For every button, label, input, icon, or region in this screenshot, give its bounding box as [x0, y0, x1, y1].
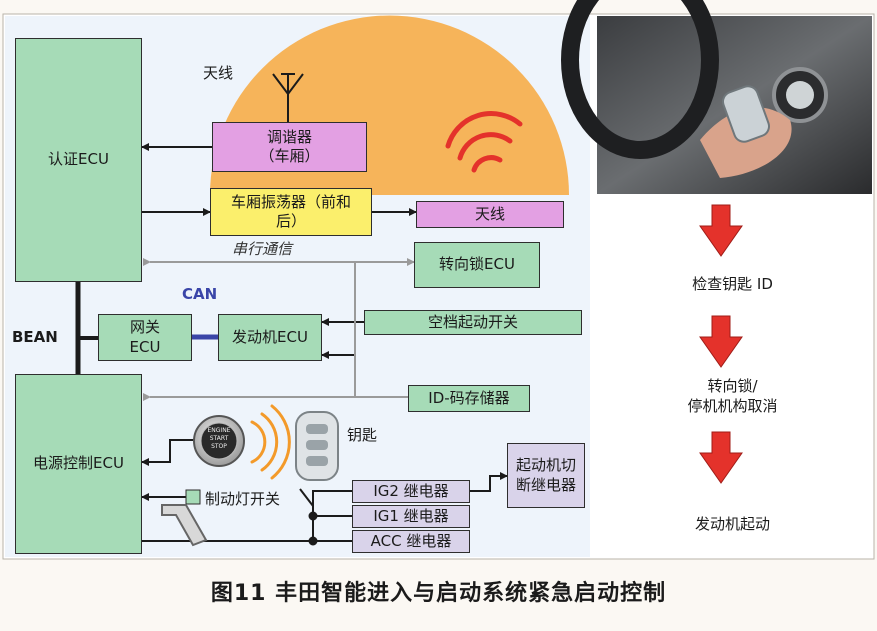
down-arrow-icon — [699, 431, 743, 484]
neutral-start-switch-label: 空档起动开关 — [427, 312, 518, 331]
antenna-icon — [272, 73, 304, 122]
step-unlock-line2: 停机机构取消 — [687, 397, 778, 416]
wireless-signal-icon — [445, 111, 523, 173]
right-panel — [597, 196, 872, 557]
start-button-line3: STOP — [211, 443, 227, 450]
down-arrow-icon — [699, 204, 743, 257]
tuner-label-line2: （车厢） — [259, 147, 320, 165]
can-label: CAN — [182, 285, 218, 303]
id-code-memory-label: ID-码存储器 — [428, 388, 510, 407]
start-button-line2: START — [209, 435, 229, 442]
step-check-key-id: 检查钥匙 ID — [692, 275, 773, 293]
antenna-box: 天线 — [416, 201, 564, 228]
antenna-box-label: 天线 — [474, 204, 505, 223]
steering-lock-ecu-box: 转向锁ECU — [414, 242, 540, 288]
key-label: 钥匙 — [347, 426, 378, 444]
steering-lock-ecu-label: 转向锁ECU — [439, 255, 515, 274]
auth-ecu-box: 认证ECU — [15, 38, 142, 282]
neutral-start-switch-box: 空档起动开关 — [364, 310, 582, 335]
cabin-oscillator-box: 车厢振荡器（前和 后） — [210, 188, 372, 236]
power-control-ecu-label: 电源控制ECU — [33, 454, 124, 473]
engine-ecu-box: 发动机ECU — [218, 314, 322, 361]
start-button-line1: ENGINE — [207, 427, 231, 434]
antenna-top-label: 天线 — [203, 64, 234, 82]
ig1-relay-box: IG1 继电器 — [352, 505, 470, 528]
gateway-ecu-box: 网关 ECU — [98, 314, 192, 361]
brake-switch-label: 制动灯开关 — [205, 490, 281, 508]
step-unlock-line1: 转向锁/ — [707, 377, 758, 395]
starter-cut-relay-box: 起动机切 断继电器 — [507, 443, 585, 508]
serial-comm-label: 串行通信 — [232, 240, 293, 258]
id-code-memory-box: ID-码存储器 — [408, 385, 530, 412]
gateway-label-line1: 网关 — [129, 318, 160, 336]
start-button-text: ENGINE START STOP — [201, 427, 237, 451]
step-engine-start: 发动机起动 — [694, 515, 770, 533]
key-photo-image — [561, 0, 872, 194]
power-control-ecu-box: 电源控制ECU — [15, 374, 142, 554]
smart-key-icon — [295, 411, 339, 481]
starter-cut-label-line1: 起动机切 — [515, 456, 576, 474]
down-arrow-icon — [699, 315, 743, 368]
brake-switch-icon — [185, 489, 201, 505]
engine-start-button-icon — [193, 415, 245, 467]
engine-ecu-label: 发动机ECU — [232, 327, 308, 346]
brake-pedal-icon — [161, 504, 208, 547]
ig2-relay-box: IG2 继电器 — [352, 480, 470, 503]
acc-relay-box: ACC 继电器 — [352, 530, 470, 553]
starter-cut-label-line2: 断继电器 — [515, 475, 576, 494]
button-signal-icon — [250, 404, 291, 480]
auth-ecu-label: 认证ECU — [48, 150, 109, 169]
ig1-relay-label: IG1 继电器 — [373, 506, 449, 525]
bean-label: BEAN — [12, 328, 58, 346]
tuner-label-line1: 调谐器 — [266, 127, 312, 146]
ig2-relay-label: IG2 继电器 — [373, 481, 449, 500]
oscillator-label-line2: 后） — [275, 212, 306, 230]
oscillator-label-line1: 车厢振荡器（前和 — [230, 192, 351, 211]
step-unlock: 转向锁/ 停机机构取消 — [600, 376, 865, 417]
gateway-label-line2: ECU — [129, 337, 161, 356]
acc-relay-label: ACC 继电器 — [370, 531, 452, 550]
tuner-box: 调谐器 （车厢） — [212, 122, 367, 172]
figure-caption: 图11 丰田智能进入与启动系统紧急启动控制 — [210, 581, 667, 606]
